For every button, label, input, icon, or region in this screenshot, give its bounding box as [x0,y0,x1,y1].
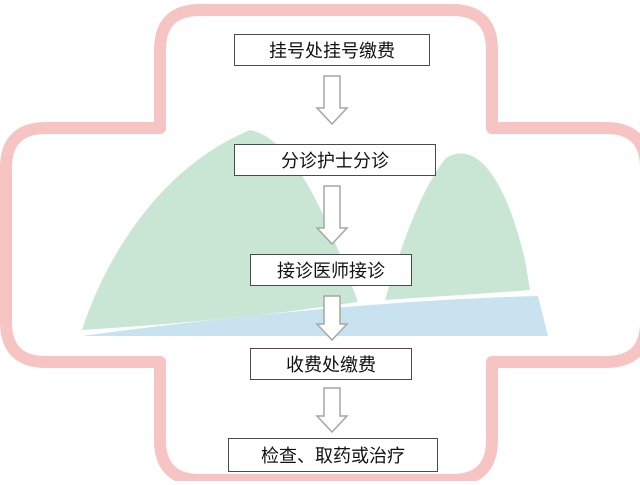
step-label: 接诊医师接诊 [277,261,385,282]
step-payment: 收费处缴费 [250,348,412,380]
hill-right [385,153,530,300]
step-label: 检查、取药或治疗 [261,446,405,467]
water-band [82,296,548,336]
down-arrow-icon [315,295,349,342]
hospital-cross-outline [0,4,640,485]
step-consultation: 接诊医师接诊 [250,254,412,286]
down-arrow-icon [315,185,349,246]
step-label: 分诊护士分诊 [281,151,389,172]
step-label: 挂号处挂号缴费 [269,41,395,62]
step-exam-medicine-treatment: 检查、取药或治疗 [228,438,438,472]
down-arrow-icon [315,387,349,434]
down-arrow-icon [315,75,349,126]
step-label: 收费处缴费 [286,355,376,376]
step-registration: 挂号处挂号缴费 [234,34,430,66]
step-triage: 分诊护士分诊 [234,144,436,176]
